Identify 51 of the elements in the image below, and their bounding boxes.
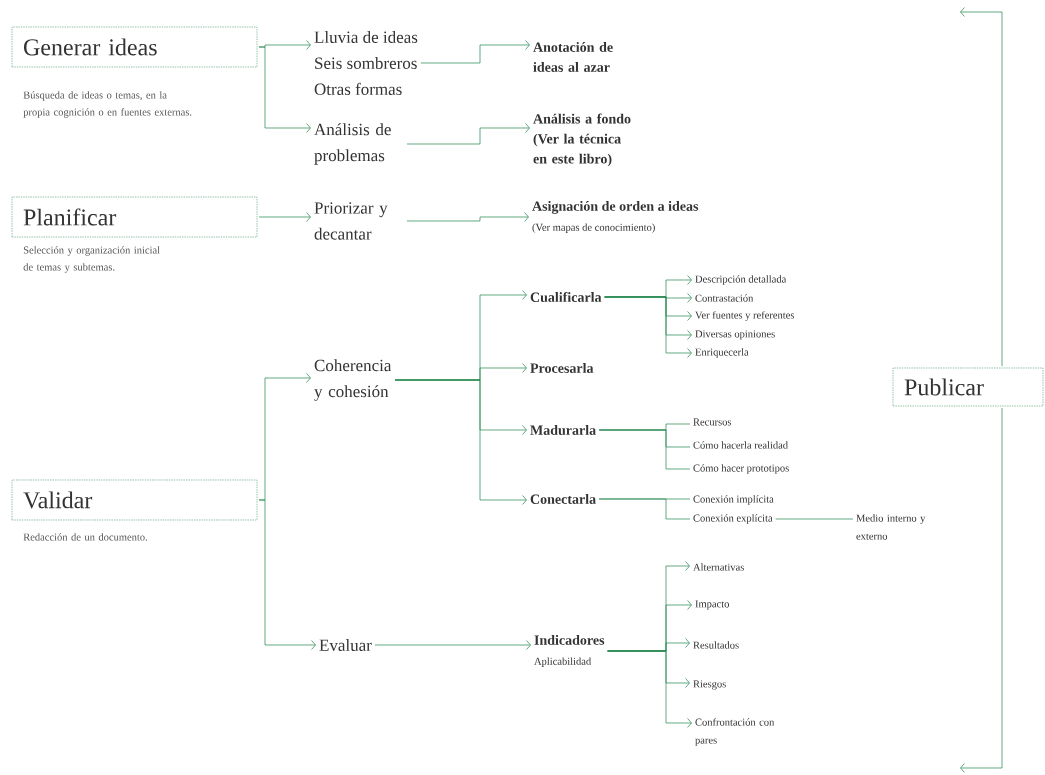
task-label: Anotación de ideas al azar xyxy=(533,42,613,72)
item-label: Descripción detallada xyxy=(695,275,787,285)
bracket-line xyxy=(598,429,691,470)
item-label: Impacto xyxy=(695,600,729,610)
stage-box: Generar ideas xyxy=(11,26,258,68)
stage-box: Publicar xyxy=(892,367,1044,407)
bracket-arrow xyxy=(258,46,311,133)
task-label: Análisis a fondo (Ver la técnica en este libro) xyxy=(533,113,631,167)
item-label: Resultados xyxy=(693,641,739,649)
item-label: Diversas opiniones xyxy=(695,330,775,340)
item-label: Confrontación con pares xyxy=(695,718,775,746)
task-label: Madurarla xyxy=(530,425,596,435)
bracket-line xyxy=(598,498,691,520)
task-label: Conectarla xyxy=(530,494,596,504)
stage-box: Planificar xyxy=(11,196,258,238)
item-label: Recursos xyxy=(693,418,732,426)
step-label: Lluvia de ideas Seis sombreros Otras formas xyxy=(314,31,418,95)
stage-box: Validar xyxy=(11,479,258,521)
arrow xyxy=(960,7,1003,367)
bracket-arrow xyxy=(420,40,530,64)
connector-line xyxy=(775,518,854,520)
bracket-arrow xyxy=(258,212,311,222)
bracket-arrow xyxy=(604,296,692,358)
item-label: Ver fuentes y referentes xyxy=(695,311,795,321)
bracket-arrow xyxy=(406,123,530,145)
step-label: Evaluar xyxy=(319,639,372,651)
step-label: Priorizar y decantar xyxy=(314,202,388,240)
description-text: Redacción de un documento. xyxy=(23,533,147,541)
item-label: Cómo hacerla realidad xyxy=(693,441,788,449)
task-label: Indicadores Aplicabilidad xyxy=(534,635,605,667)
bracket-arrow xyxy=(406,212,529,222)
item-label: Medio interno y externo xyxy=(856,514,926,540)
bracket-arrow xyxy=(394,379,527,505)
item-label: Cómo hacer prototipos xyxy=(693,464,789,474)
step-label: Coherencia y cohesión xyxy=(314,359,392,401)
description-text: Selección y organización inicial de temas y subtemas. xyxy=(23,246,160,273)
item-label: Conexión explícita xyxy=(693,514,773,524)
arrow xyxy=(960,407,1003,773)
item-label: Contrastación xyxy=(695,294,754,302)
bracket-arrow xyxy=(607,650,692,728)
bracket-arrow xyxy=(258,499,316,650)
item-label: Alternativas xyxy=(693,563,744,571)
item-label: Enriquecerla xyxy=(695,348,749,358)
task-label: Asignación de orden a ideas (Ver mapas de conocimiento) xyxy=(532,201,699,233)
arrow xyxy=(374,640,531,650)
step-label: Análisis de problemas xyxy=(314,123,391,165)
description-text: Búsqueda de ideas o temas, en la propia cognición o en fuentes externas. xyxy=(23,91,192,118)
item-label: Conexión implícita xyxy=(693,495,774,505)
task-label: Procesarla xyxy=(530,363,594,373)
task-label: Cualificarla xyxy=(530,291,602,302)
item-label: Riesgos xyxy=(693,680,726,690)
